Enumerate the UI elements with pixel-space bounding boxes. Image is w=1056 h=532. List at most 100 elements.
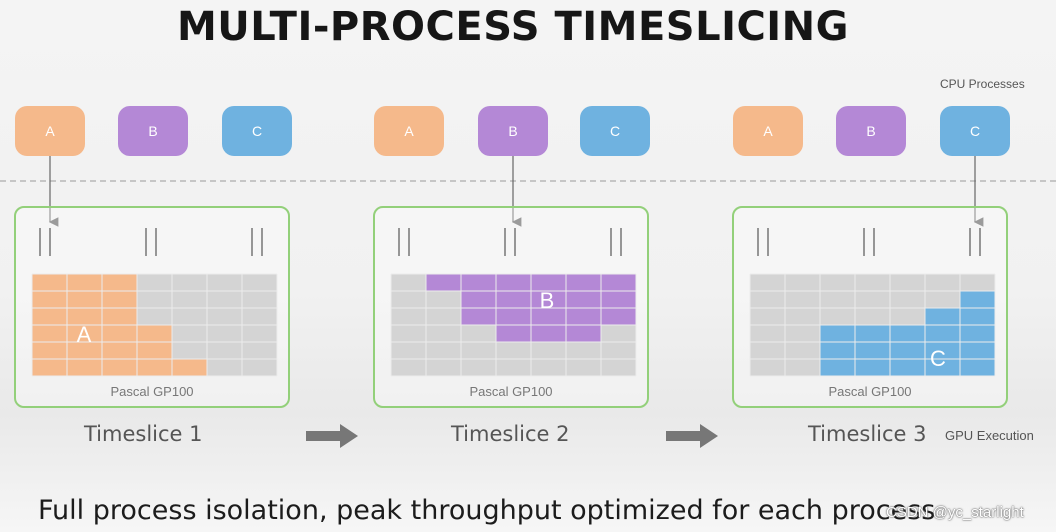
- active-sm-cell: [496, 291, 531, 308]
- active-sm-cell: [601, 291, 636, 308]
- active-sm-cell: [925, 342, 960, 359]
- process-a-box-3: A: [733, 106, 803, 156]
- stream-bars-icon: [145, 228, 157, 256]
- active-sm-cell: [925, 308, 960, 325]
- process-c-box-3: C: [940, 106, 1010, 156]
- active-sm-cell: [890, 342, 925, 359]
- process-b-label: B: [148, 123, 158, 139]
- stream-bars-icon: [39, 228, 51, 256]
- active-sm-cell: [531, 308, 566, 325]
- active-sm-cell: [496, 274, 531, 291]
- active-sm-cell: [601, 274, 636, 291]
- active-sm-cell: [67, 359, 102, 376]
- timeslice-label-3: Timeslice 3: [808, 422, 927, 446]
- process-a-label: A: [404, 123, 414, 139]
- process-a-box-1: A: [15, 106, 85, 156]
- process-c-label: C: [969, 123, 981, 139]
- active-sm-cell: [820, 325, 855, 342]
- active-sm-cell: [601, 308, 636, 325]
- process-letter-on-grid: C: [930, 346, 946, 371]
- diagram-title: MULTI-PROCESS TIMESLICING: [177, 4, 849, 50]
- gpu-execution-label: GPU Execution: [945, 428, 1034, 443]
- active-sm-cell: [855, 342, 890, 359]
- process-a-box-2: A: [374, 106, 444, 156]
- process-b-box-1: B: [118, 106, 188, 156]
- active-sm-cell: [32, 325, 67, 342]
- gpu-grid-2: B: [390, 228, 637, 377]
- active-sm-cell: [172, 359, 207, 376]
- chip-label: Pascal GP100: [828, 384, 912, 399]
- active-sm-cell: [960, 359, 995, 376]
- active-sm-cell: [426, 274, 461, 291]
- watermark: CSDN @yc_starlight: [886, 504, 1024, 521]
- active-sm-cell: [855, 359, 890, 376]
- active-sm-cell: [890, 359, 925, 376]
- stream-bars-icon: [757, 228, 769, 256]
- active-sm-cell: [496, 325, 531, 342]
- process-letter-on-grid: A: [77, 322, 92, 347]
- gpu-panel-2: B Pascal GP100: [373, 206, 649, 408]
- process-c-label: C: [251, 123, 263, 139]
- process-a-label: A: [45, 123, 55, 139]
- active-sm-cell: [531, 274, 566, 291]
- active-sm-cell: [461, 274, 496, 291]
- process-c-box-2: C: [580, 106, 650, 156]
- stream-bars-icon: [969, 228, 981, 256]
- active-sm-cell: [890, 325, 925, 342]
- active-sm-cell: [102, 359, 137, 376]
- timeslice-label-1: Timeslice 1: [84, 422, 203, 446]
- active-sm-cell: [960, 308, 995, 325]
- right-arrow-icon: [666, 424, 718, 448]
- active-sm-cell: [960, 325, 995, 342]
- active-sm-cell: [925, 359, 960, 376]
- active-sm-cell: [925, 325, 960, 342]
- active-sm-cell: [137, 325, 172, 342]
- process-c-label: C: [609, 123, 621, 139]
- gpu-panel-3: C Pascal GP100: [732, 206, 1008, 408]
- active-sm-cell: [67, 291, 102, 308]
- active-sm-cell: [32, 308, 67, 325]
- active-sm-cell: [960, 342, 995, 359]
- active-sm-cell: [531, 325, 566, 342]
- process-b-label: B: [508, 123, 518, 139]
- active-sm-cell: [496, 308, 531, 325]
- active-sm-cell: [820, 359, 855, 376]
- process-b-box-3: B: [836, 106, 906, 156]
- chip-label: Pascal GP100: [469, 384, 553, 399]
- active-sm-cell: [32, 274, 67, 291]
- active-sm-cell: [67, 274, 102, 291]
- active-sm-cell: [820, 342, 855, 359]
- active-sm-cell: [461, 308, 496, 325]
- stream-bars-icon: [251, 228, 263, 256]
- process-b-box-2: B: [478, 106, 548, 156]
- active-sm-cell: [67, 342, 102, 359]
- active-sm-cell: [102, 342, 137, 359]
- stream-bars-icon: [398, 228, 410, 256]
- stream-bars-icon: [504, 228, 516, 256]
- active-sm-cell: [531, 291, 566, 308]
- active-sm-cell: [566, 291, 601, 308]
- active-sm-cell: [566, 325, 601, 342]
- timeslice-label-2: Timeslice 2: [451, 422, 570, 446]
- chip-label: Pascal GP100: [110, 384, 194, 399]
- footer-caption: Full process isolation, peak throughput …: [38, 495, 936, 526]
- active-sm-cell: [855, 325, 890, 342]
- active-sm-cell: [960, 291, 995, 308]
- stream-bars-icon: [863, 228, 875, 256]
- active-sm-cell: [137, 359, 172, 376]
- active-sm-cell: [32, 359, 67, 376]
- right-arrow-icon: [306, 424, 358, 448]
- active-sm-cell: [32, 291, 67, 308]
- active-sm-cell: [32, 342, 67, 359]
- gpu-grid-1: A: [31, 228, 278, 377]
- active-sm-cell: [102, 274, 137, 291]
- stream-bars-icon: [610, 228, 622, 256]
- active-sm-cell: [67, 325, 102, 342]
- active-sm-cell: [102, 325, 137, 342]
- gpu-grid-3: C: [749, 228, 996, 377]
- active-sm-cell: [461, 291, 496, 308]
- process-letter-on-grid: B: [540, 288, 555, 313]
- active-sm-cell: [102, 308, 137, 325]
- active-sm-cell: [102, 291, 137, 308]
- cpu-processes-label: CPU Processes: [940, 77, 1025, 91]
